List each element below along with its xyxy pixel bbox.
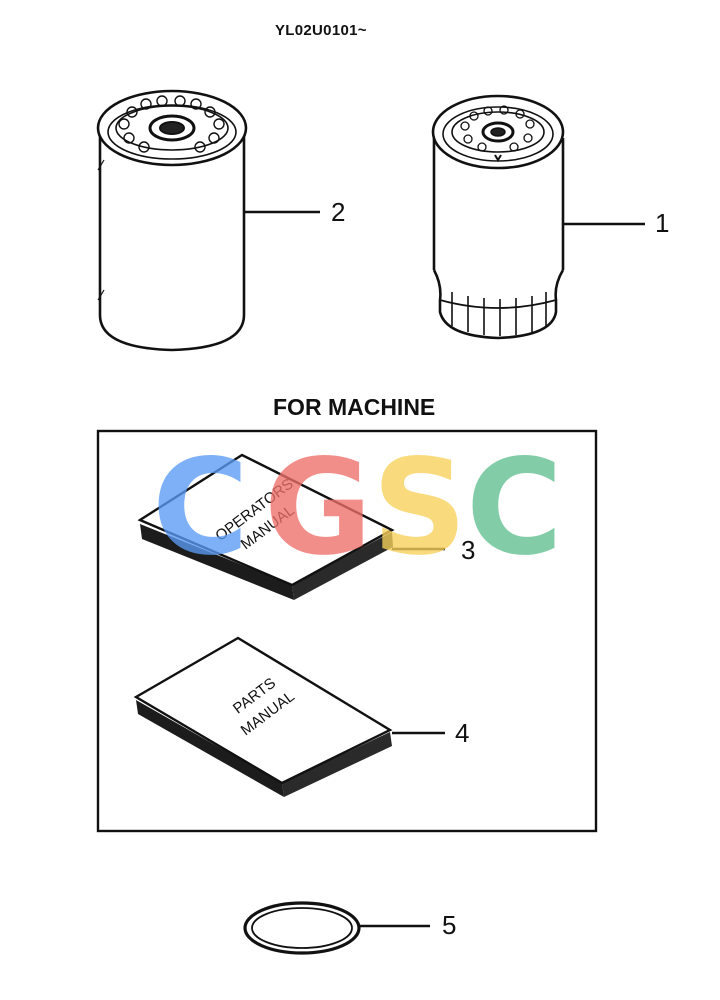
watermark-letter-3: S <box>372 431 468 585</box>
filter-1-drawing <box>431 94 645 340</box>
for-machine-frame <box>96 429 598 833</box>
parts-manual-drawing <box>133 636 445 797</box>
watermark-letter-4: C <box>466 431 563 585</box>
callout-5: 5 <box>442 910 457 940</box>
callout-2: 2 <box>331 197 346 227</box>
filter-2-drawing <box>96 89 320 352</box>
operators-manual-drawing <box>137 453 445 600</box>
o-ring-drawing <box>243 901 430 955</box>
callout-1: 1 <box>655 208 670 238</box>
watermark-letter-2: G <box>264 431 373 585</box>
section-title: FOR MACHINE <box>273 394 436 420</box>
watermark-letter-1: C <box>152 431 249 585</box>
callout-3: 3 <box>461 535 476 565</box>
serial-range-label: YL02U0101~ <box>275 22 367 39</box>
callout-4: 4 <box>455 718 470 748</box>
